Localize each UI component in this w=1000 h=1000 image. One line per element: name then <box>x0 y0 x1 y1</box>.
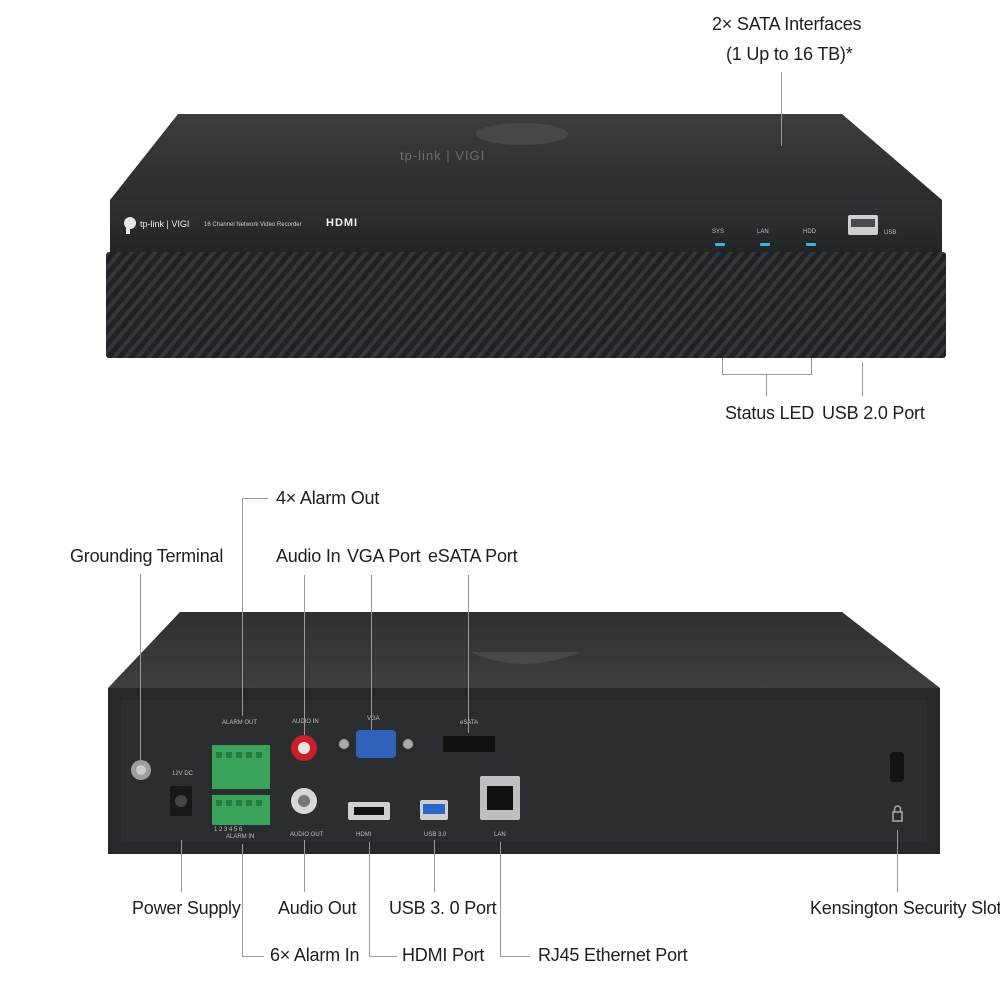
callout-sata-line1: 2× SATA Interfaces <box>712 14 862 34</box>
leader-rj45-h <box>500 956 530 957</box>
led-sys-label: SYS <box>712 229 725 235</box>
callout-sata-line2: (1 Up to 16 TB)* <box>726 44 853 64</box>
leader-esata <box>468 575 469 733</box>
leader-rj45-v <box>500 842 501 956</box>
callout-kensington-slot: Kensington Security Slot <box>810 898 1000 918</box>
hdmi-port-label: HDMI <box>356 832 372 838</box>
leader-alarm-out-h <box>242 498 268 499</box>
front-model-text: 16 Channel Network Video Recorder <box>204 222 302 228</box>
callout-audio-out: Audio Out <box>278 898 357 918</box>
leader-audio-in <box>304 575 305 735</box>
front-hdmi-logo: HDMI <box>326 217 359 229</box>
led-lan <box>760 243 770 246</box>
callout-rj45-port: RJ45 Ethernet Port <box>538 945 688 965</box>
usb-port-icon <box>848 215 878 235</box>
leader-status-led-bar <box>722 374 812 375</box>
led-lan-label: LAN <box>757 229 769 235</box>
esata-port <box>443 736 495 752</box>
leader-status-led-stem <box>766 374 767 396</box>
led-hdd-label: HDD <box>803 229 816 235</box>
callout-hdmi-port: HDMI Port <box>402 945 485 965</box>
leader-hdmi-h <box>369 956 397 957</box>
lan-port-label: LAN <box>494 832 506 838</box>
front-grille <box>106 252 946 358</box>
callout-alarm-in: 6× Alarm In <box>270 945 360 965</box>
leader-vga <box>371 575 372 730</box>
top-emboss <box>476 123 568 145</box>
front-device <box>106 114 946 358</box>
leader-alarm-out-v <box>242 498 243 716</box>
leader-hdmi-v <box>369 842 370 956</box>
rear-emboss <box>470 652 580 664</box>
led-sys <box>715 243 725 246</box>
rear-device <box>108 612 940 854</box>
audio-in-label: AUDIO IN <box>292 719 319 725</box>
leader-alarm-in-v <box>242 844 243 956</box>
callout-audio-in: Audio In <box>276 546 341 566</box>
callout-alarm-out: 4× Alarm Out <box>276 488 380 508</box>
callout-grounding-terminal: Grounding Terminal <box>70 546 224 566</box>
leader-status-led-right <box>811 358 812 374</box>
tp-link-logo-icon <box>124 217 136 234</box>
alarm-in-terminal <box>212 795 270 825</box>
audio-out-label: AUDIO OUT <box>290 832 324 838</box>
leader-usb3 <box>434 840 435 892</box>
leader-grounding <box>140 574 141 760</box>
lock-icon <box>892 805 903 822</box>
alarm-in-numbers: 1 2 3 4 5 6 <box>214 827 243 833</box>
callout-esata-port: eSATA Port <box>428 546 518 566</box>
leader-audio-out <box>304 840 305 892</box>
callout-usb2-port: USB 2.0 Port <box>822 403 925 423</box>
kensington-slot <box>890 752 904 782</box>
leader-alarm-in-h <box>242 956 264 957</box>
usb3-port-label: USB 3.0 <box>424 832 447 838</box>
callout-vga-port: VGA Port <box>347 546 421 566</box>
led-hdd <box>806 243 816 246</box>
alarm-out-terminal <box>212 745 270 789</box>
front-brand: tp-link | VIGI <box>140 219 190 229</box>
leader-kensington <box>897 830 898 892</box>
alarm-in-label: ALARM IN <box>226 834 255 840</box>
alarm-out-label: ALARM OUT <box>222 720 258 726</box>
leader-status-led-left <box>722 358 723 374</box>
front-face <box>110 200 942 252</box>
callout-status-led: Status LED <box>725 403 815 423</box>
vga-port <box>356 730 396 758</box>
power-label: 12V DC <box>172 771 194 777</box>
usb-label: USB <box>884 230 897 236</box>
front-top-surface <box>110 114 942 200</box>
top-logo: tp-link | VIGI <box>400 148 486 163</box>
callout-power-supply: Power Supply <box>132 898 241 918</box>
vga-label: VGA <box>367 716 380 722</box>
leader-usb2 <box>862 362 863 396</box>
rear-top-surface <box>108 612 940 688</box>
leader-power <box>181 840 182 892</box>
esata-label: eSATA <box>460 720 479 726</box>
leader-sata <box>781 72 782 146</box>
callout-usb3-port: USB 3. 0 Port <box>389 898 497 918</box>
